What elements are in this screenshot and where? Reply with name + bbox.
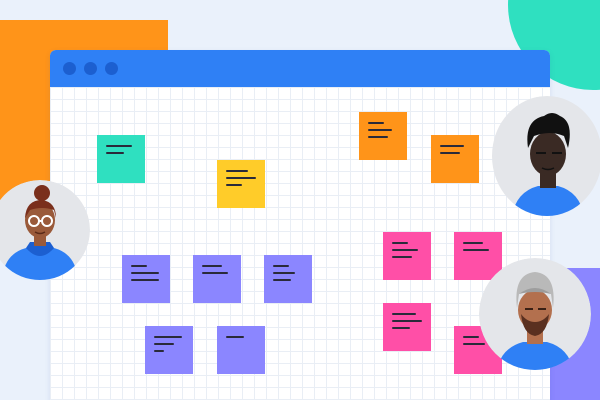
note-text-line [226,336,244,338]
note-text-line [440,152,460,154]
sticky-note-pink[interactable] [383,303,431,351]
note-text-line [226,177,256,179]
sticky-note-orange[interactable] [431,135,479,183]
note-text-line [392,256,412,258]
man-with-turban-and-beard-avatar-icon [479,258,591,370]
sticky-note-purple[interactable] [193,255,241,303]
note-text-line [440,145,464,147]
note-text-line [131,265,147,267]
note-text-line [131,272,159,274]
window-control-dot[interactable] [63,62,76,75]
sticky-note-orange[interactable] [359,112,407,160]
note-text-line [202,272,228,274]
note-text-line [131,279,159,281]
sticky-note-purple[interactable] [264,255,312,303]
note-text-line [154,350,164,352]
window-control-dot[interactable] [105,62,118,75]
note-text-line [392,249,418,251]
note-text-line [273,272,295,274]
sticky-note-purple[interactable] [145,326,193,374]
note-text-line [226,170,248,172]
note-text-line [463,242,483,244]
note-text-line [368,136,388,138]
sticky-note-purple[interactable] [217,326,265,374]
note-text-line [368,122,384,124]
note-text-line [392,313,416,315]
window-control-dot[interactable] [84,62,97,75]
note-text-line [226,184,242,186]
note-text-line [273,279,291,281]
whiteboard-canvas[interactable] [50,87,550,400]
note-text-line [392,327,410,329]
note-text-line [392,320,422,322]
note-text-line [463,249,489,251]
note-text-line [154,336,182,338]
note-text-line [392,242,408,244]
collaborator-avatar[interactable] [479,258,591,370]
woman-with-bun-and-glasses-avatar-icon [0,180,90,280]
sticky-note-teal[interactable] [97,135,145,183]
note-text-line [273,265,289,267]
whiteboard-window [50,50,550,400]
note-text-line [154,343,174,345]
window-titlebar [50,50,550,87]
sticky-note-pink[interactable] [454,232,502,280]
sticky-note-yellow[interactable] [217,160,265,208]
sticky-note-purple[interactable] [122,255,170,303]
sticky-note-pink[interactable] [383,232,431,280]
collaborator-avatar[interactable] [492,96,600,216]
collaborator-avatar[interactable] [0,180,90,280]
note-text-line [368,129,392,131]
note-text-line [106,145,132,147]
note-text-line [463,336,479,338]
note-text-line [463,343,485,345]
note-text-line [202,265,222,267]
man-with-short-hair-avatar-icon [492,96,600,216]
note-text-line [106,152,124,154]
